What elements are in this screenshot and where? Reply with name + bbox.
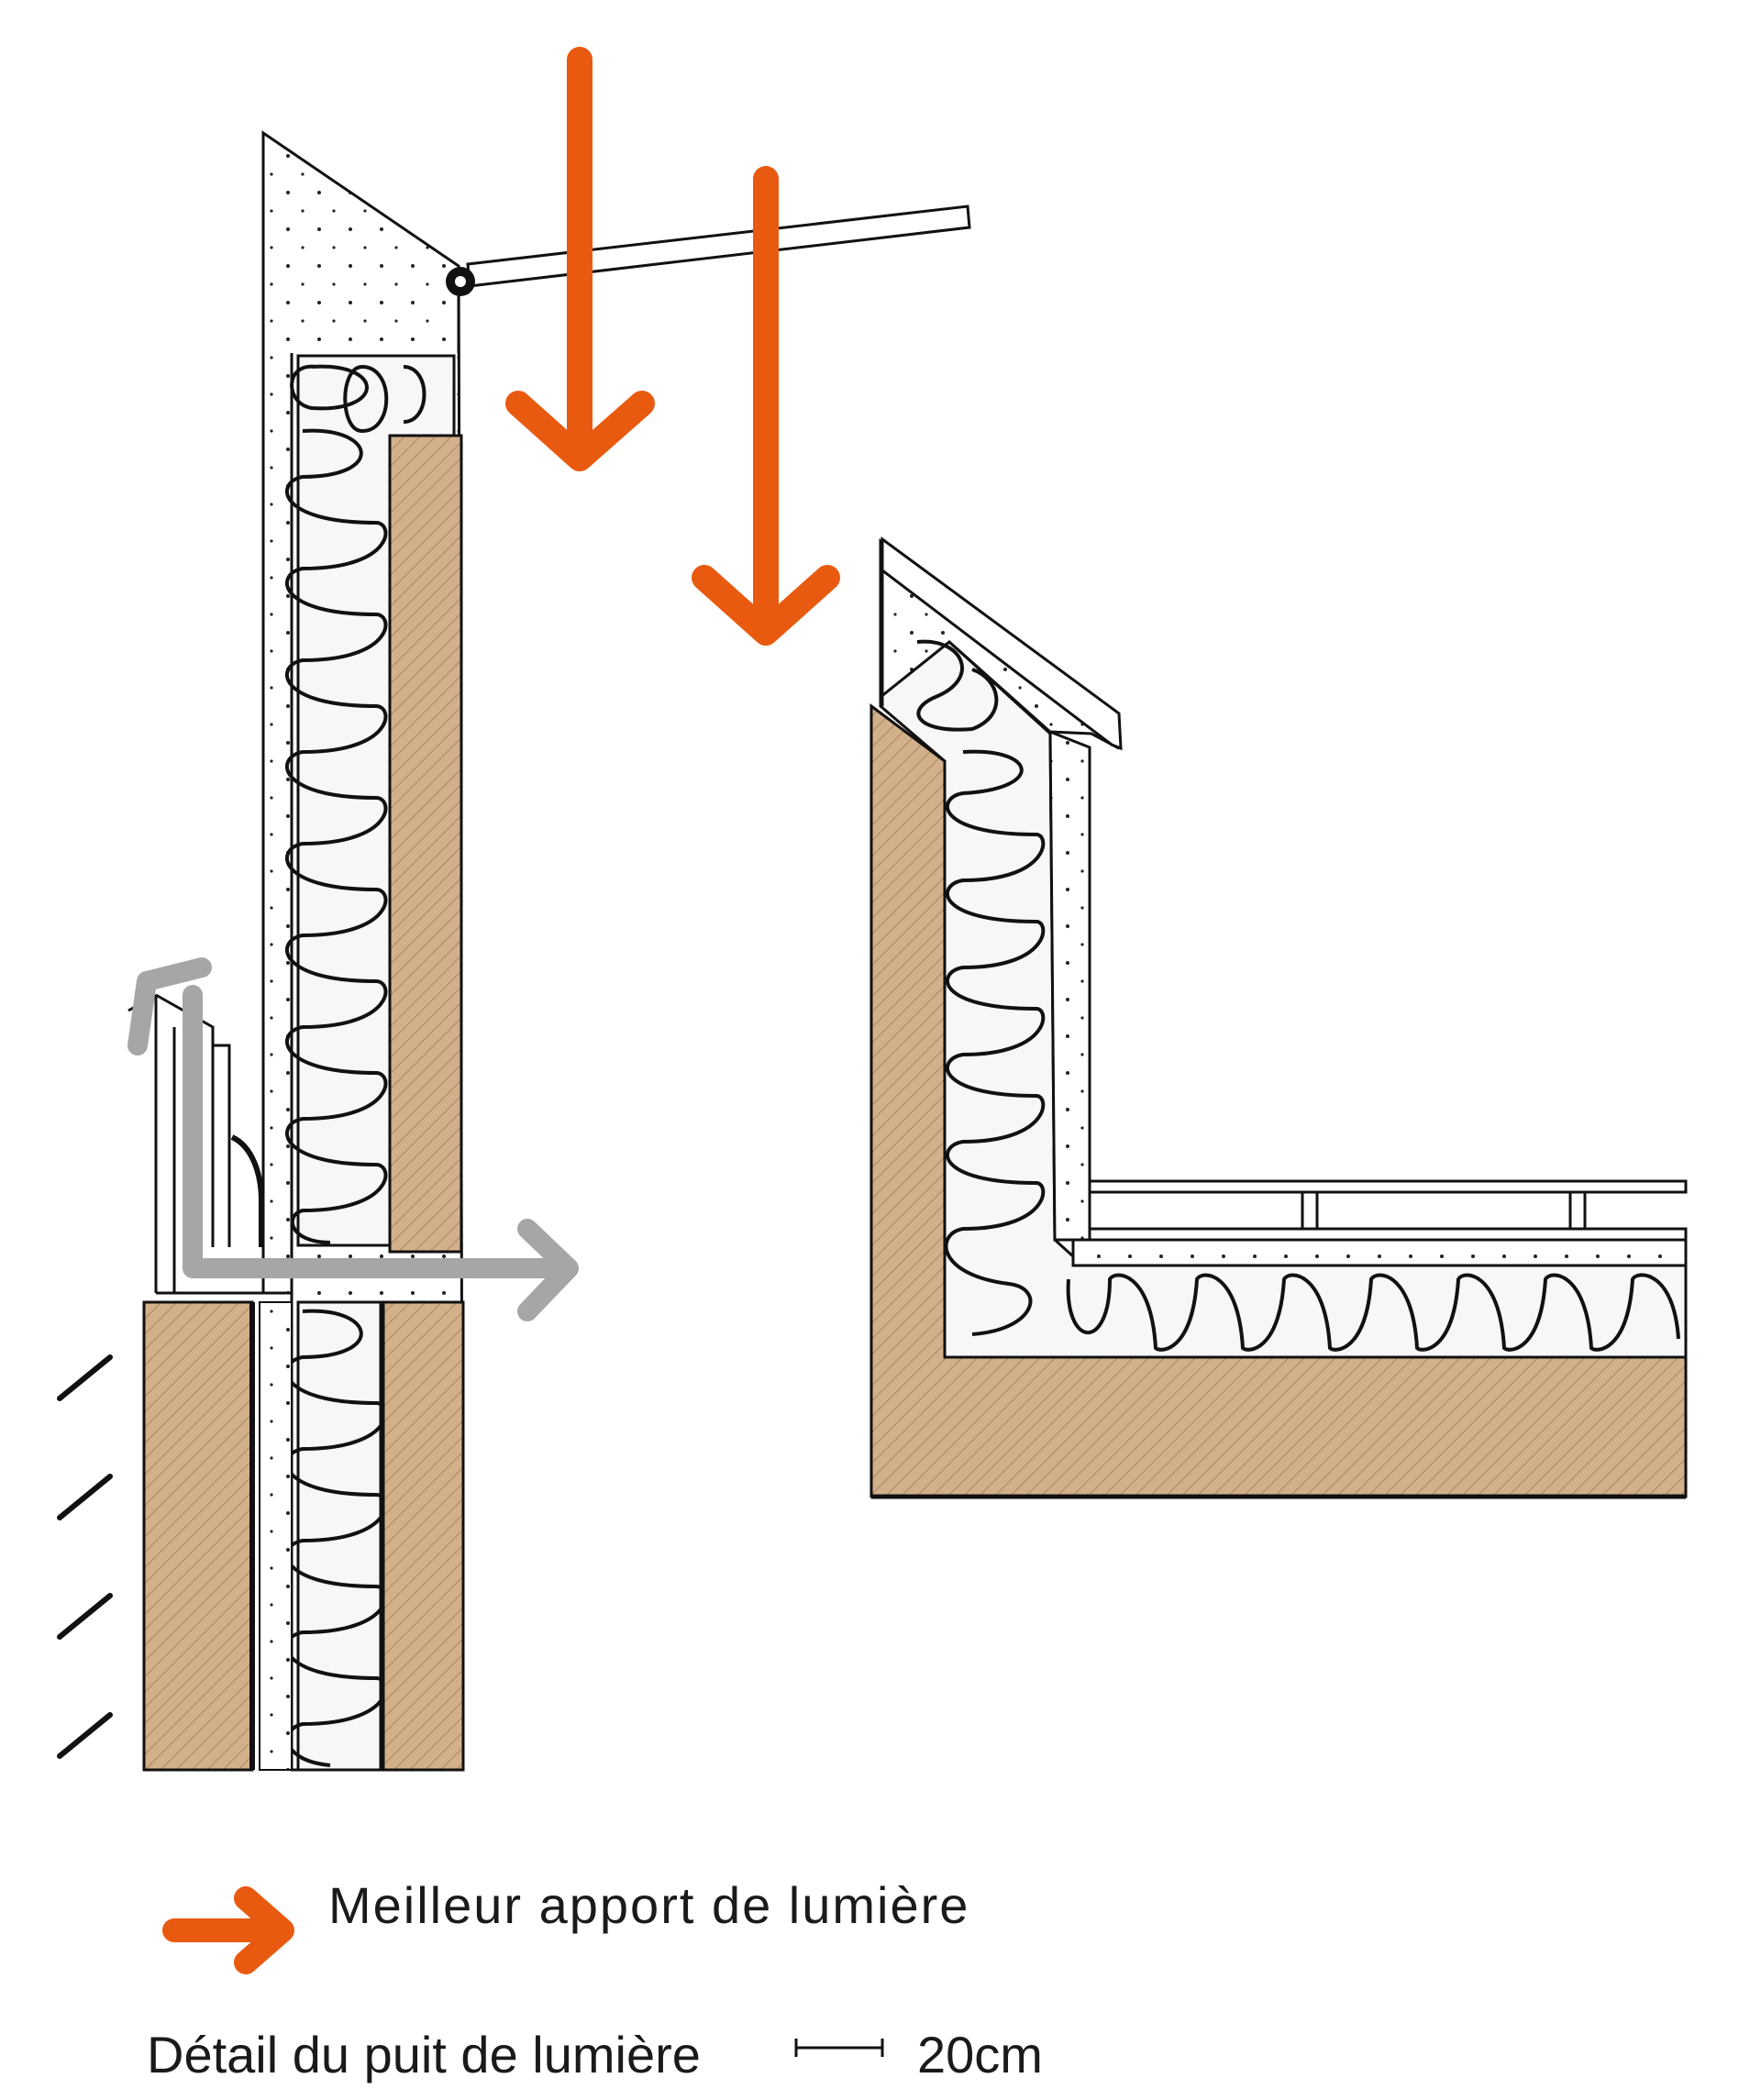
ground-hatch — [57, 1354, 113, 1759]
left-wall-section — [57, 130, 465, 1772]
daylight-arrow-2 — [692, 166, 840, 646]
diagram-caption: Détail du puit de lumière — [147, 2026, 701, 2083]
arrow-right-icon — [162, 1886, 294, 1974]
left-wall-lower-masonry — [142, 1300, 254, 1772]
right-insulation-wave-horizontal — [1066, 1273, 1680, 1352]
right-wall-and-floor-section — [869, 536, 1688, 1499]
left-wall-wood-lower — [382, 1300, 465, 1772]
floor-deck — [1088, 1179, 1688, 1242]
skylight-glazing — [446, 204, 971, 296]
daylight-arrow-1 — [505, 47, 655, 471]
left-wall-insulation-lower — [296, 1300, 382, 1772]
scale-label: 20cm — [917, 2026, 1043, 2083]
legend-label: Meilleur apport de lumière — [328, 1876, 970, 1934]
left-wall-insulation-wave-lower — [284, 1309, 388, 1767]
left-wall-insulation-wave-upper — [284, 364, 426, 1244]
ventilation-arrow — [127, 957, 579, 1321]
right-insulation-wave-vertical — [916, 639, 1046, 1336]
scale-bar — [794, 2039, 884, 2057]
left-wall-wood-upper — [388, 434, 463, 1254]
